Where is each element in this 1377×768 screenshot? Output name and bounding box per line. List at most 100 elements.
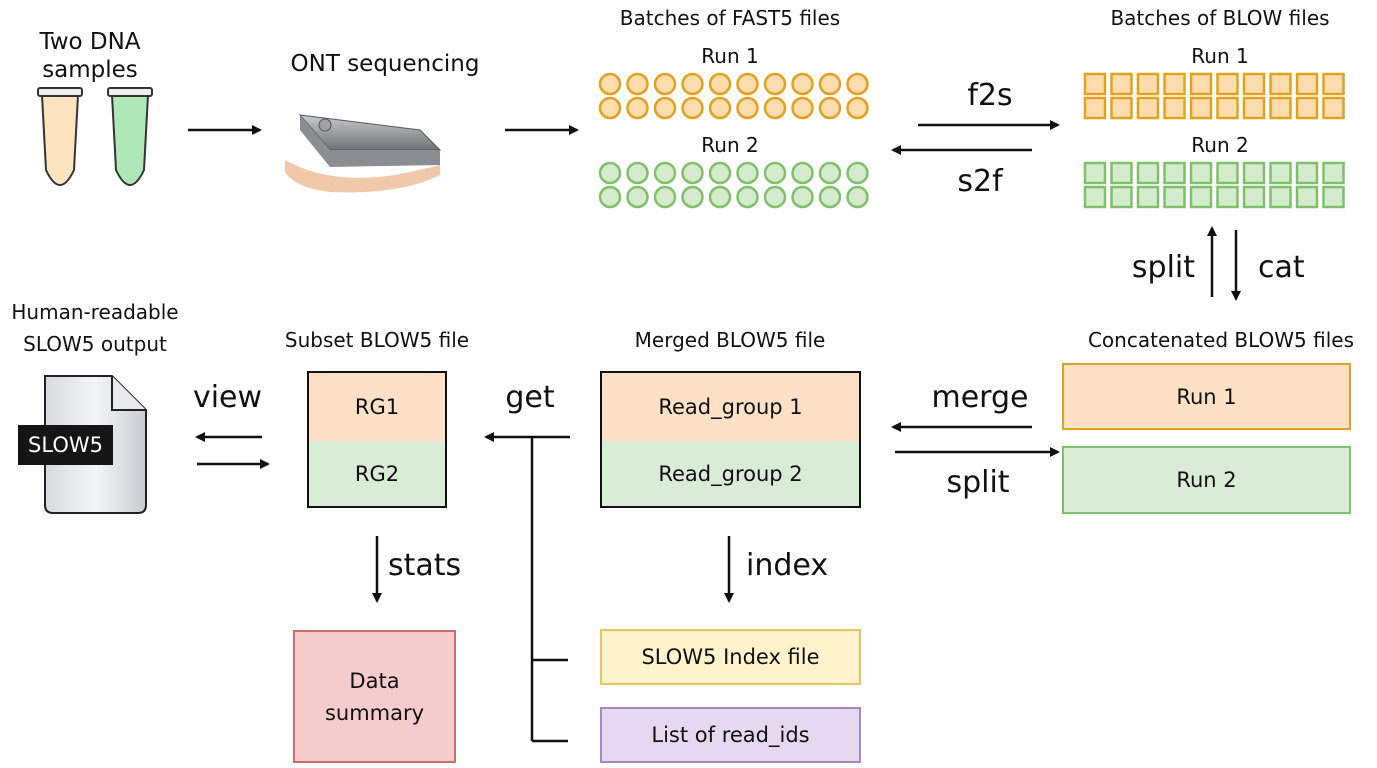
blow-file-square [1216, 96, 1239, 120]
subset-rg2: RG2 [309, 441, 445, 506]
fast5-file-circle [626, 96, 649, 120]
op-split-vertical: split [1131, 250, 1195, 285]
op-index: index [746, 548, 829, 583]
op-merge: merge [931, 380, 1029, 415]
blow-run2-label: Run 2 [1191, 133, 1249, 157]
fast5-file-circle [736, 161, 759, 185]
op-split-horizontal: split [946, 465, 1010, 500]
blow-file-square [1242, 185, 1266, 209]
blow-file-square [1083, 185, 1107, 209]
blow-file-square [1295, 72, 1319, 96]
fast5-file-circle [818, 161, 842, 185]
blow-file-square [1269, 185, 1292, 209]
fast5-file-circle [763, 96, 787, 120]
fast5-file-circle [653, 72, 677, 96]
blow-file-square [1322, 72, 1345, 96]
blow-file-square [1189, 96, 1213, 120]
blow-file-square [1136, 161, 1160, 185]
merged-title: Merged BLOW5 file [634, 328, 826, 352]
blow-file-square [1216, 72, 1239, 96]
blow-file-square [1269, 72, 1292, 96]
blow-file-square [1083, 96, 1107, 120]
blow-file-square [1269, 161, 1292, 185]
blow-file-square [1136, 185, 1160, 209]
fast5-file-circle [681, 96, 704, 120]
blow-file-square [1110, 72, 1133, 96]
slow5-index-box: SLOW5 Index file [600, 629, 861, 685]
blow-file-square [1216, 185, 1239, 209]
slow5-doc-label: SLOW5 [28, 433, 103, 457]
fast5-file-circle [736, 96, 759, 120]
tube-green-icon [107, 87, 153, 186]
fast5-file-circle [846, 72, 869, 96]
merged-rg2: Read_group 2 [602, 441, 859, 506]
blow-file-square [1269, 96, 1292, 120]
op-stats: stats [388, 548, 462, 583]
subset-title: Subset BLOW5 file [284, 328, 470, 352]
fast5-file-circle [736, 185, 759, 209]
blow-file-square [1242, 161, 1266, 185]
concat-title: Concatenated BLOW5 files [1087, 328, 1355, 352]
fast5-file-circle [598, 185, 622, 209]
fast5-file-circle [818, 185, 842, 209]
subset-rg1: RG1 [309, 373, 445, 441]
fast5-file-circle [763, 72, 787, 96]
blow-file-square [1163, 161, 1186, 185]
merged-rg1: Read_group 1 [602, 373, 859, 441]
blow-file-square [1295, 185, 1319, 209]
fast5-file-circle [846, 96, 869, 120]
blow-file-square [1322, 185, 1345, 209]
fast5-file-circle [791, 96, 814, 120]
blow-file-square [1295, 96, 1319, 120]
blow-file-square [1110, 185, 1133, 209]
concat-run1-box: Run 1 [1062, 363, 1351, 430]
fast5-file-circle [818, 72, 842, 96]
fast5-file-circle [681, 161, 704, 185]
fast5-file-circle [626, 185, 649, 209]
fast5-run1-label: Run 1 [701, 44, 759, 68]
sequencing-title: ONT sequencing [290, 51, 480, 77]
fast5-run2-label: Run 2 [701, 133, 759, 157]
fast5-file-circle [763, 161, 787, 185]
fast5-file-circle [598, 96, 622, 120]
fast5-file-circle [626, 72, 649, 96]
fast5-file-circle [681, 185, 704, 209]
blow-file-square [1242, 72, 1266, 96]
blow-file-square [1322, 96, 1345, 120]
blow-file-square [1189, 161, 1213, 185]
blow-file-square [1163, 72, 1186, 96]
blow-run1-label: Run 1 [1191, 44, 1249, 68]
fast5-file-circle [653, 96, 677, 120]
fast5-file-circle [736, 72, 759, 96]
fast5-file-circle [846, 185, 869, 209]
concat-run2-box: Run 2 [1062, 446, 1351, 514]
tube-orange-icon [37, 87, 83, 186]
op-get: get [505, 380, 555, 415]
blow-file-square [1189, 185, 1213, 209]
fast5-file-circle [598, 72, 622, 96]
blow-run2-squares [1083, 161, 1345, 209]
op-cat: cat [1258, 250, 1305, 285]
blow-file-square [1163, 185, 1186, 209]
blow-file-square [1322, 161, 1345, 185]
fast5-file-circle [653, 185, 677, 209]
fast5-file-circle [681, 72, 704, 96]
fast5-run1-circles [598, 72, 869, 120]
fast5-file-circle [598, 161, 622, 185]
fast5-file-circle [708, 96, 732, 120]
op-s2f: s2f [957, 164, 1003, 199]
blow-file-square [1110, 161, 1133, 185]
subset-box: RG1 RG2 [307, 371, 447, 508]
op-view: view [192, 380, 263, 415]
blow-file-square [1189, 72, 1213, 96]
sequencer-device-icon [285, 114, 442, 193]
blow-file-square [1163, 96, 1186, 120]
fast5-file-circle [791, 161, 814, 185]
slow5-document-icon [18, 375, 147, 514]
blow-file-square [1242, 96, 1266, 120]
blow-file-square [1295, 161, 1319, 185]
blow-title: Batches of BLOW files [1110, 6, 1330, 30]
